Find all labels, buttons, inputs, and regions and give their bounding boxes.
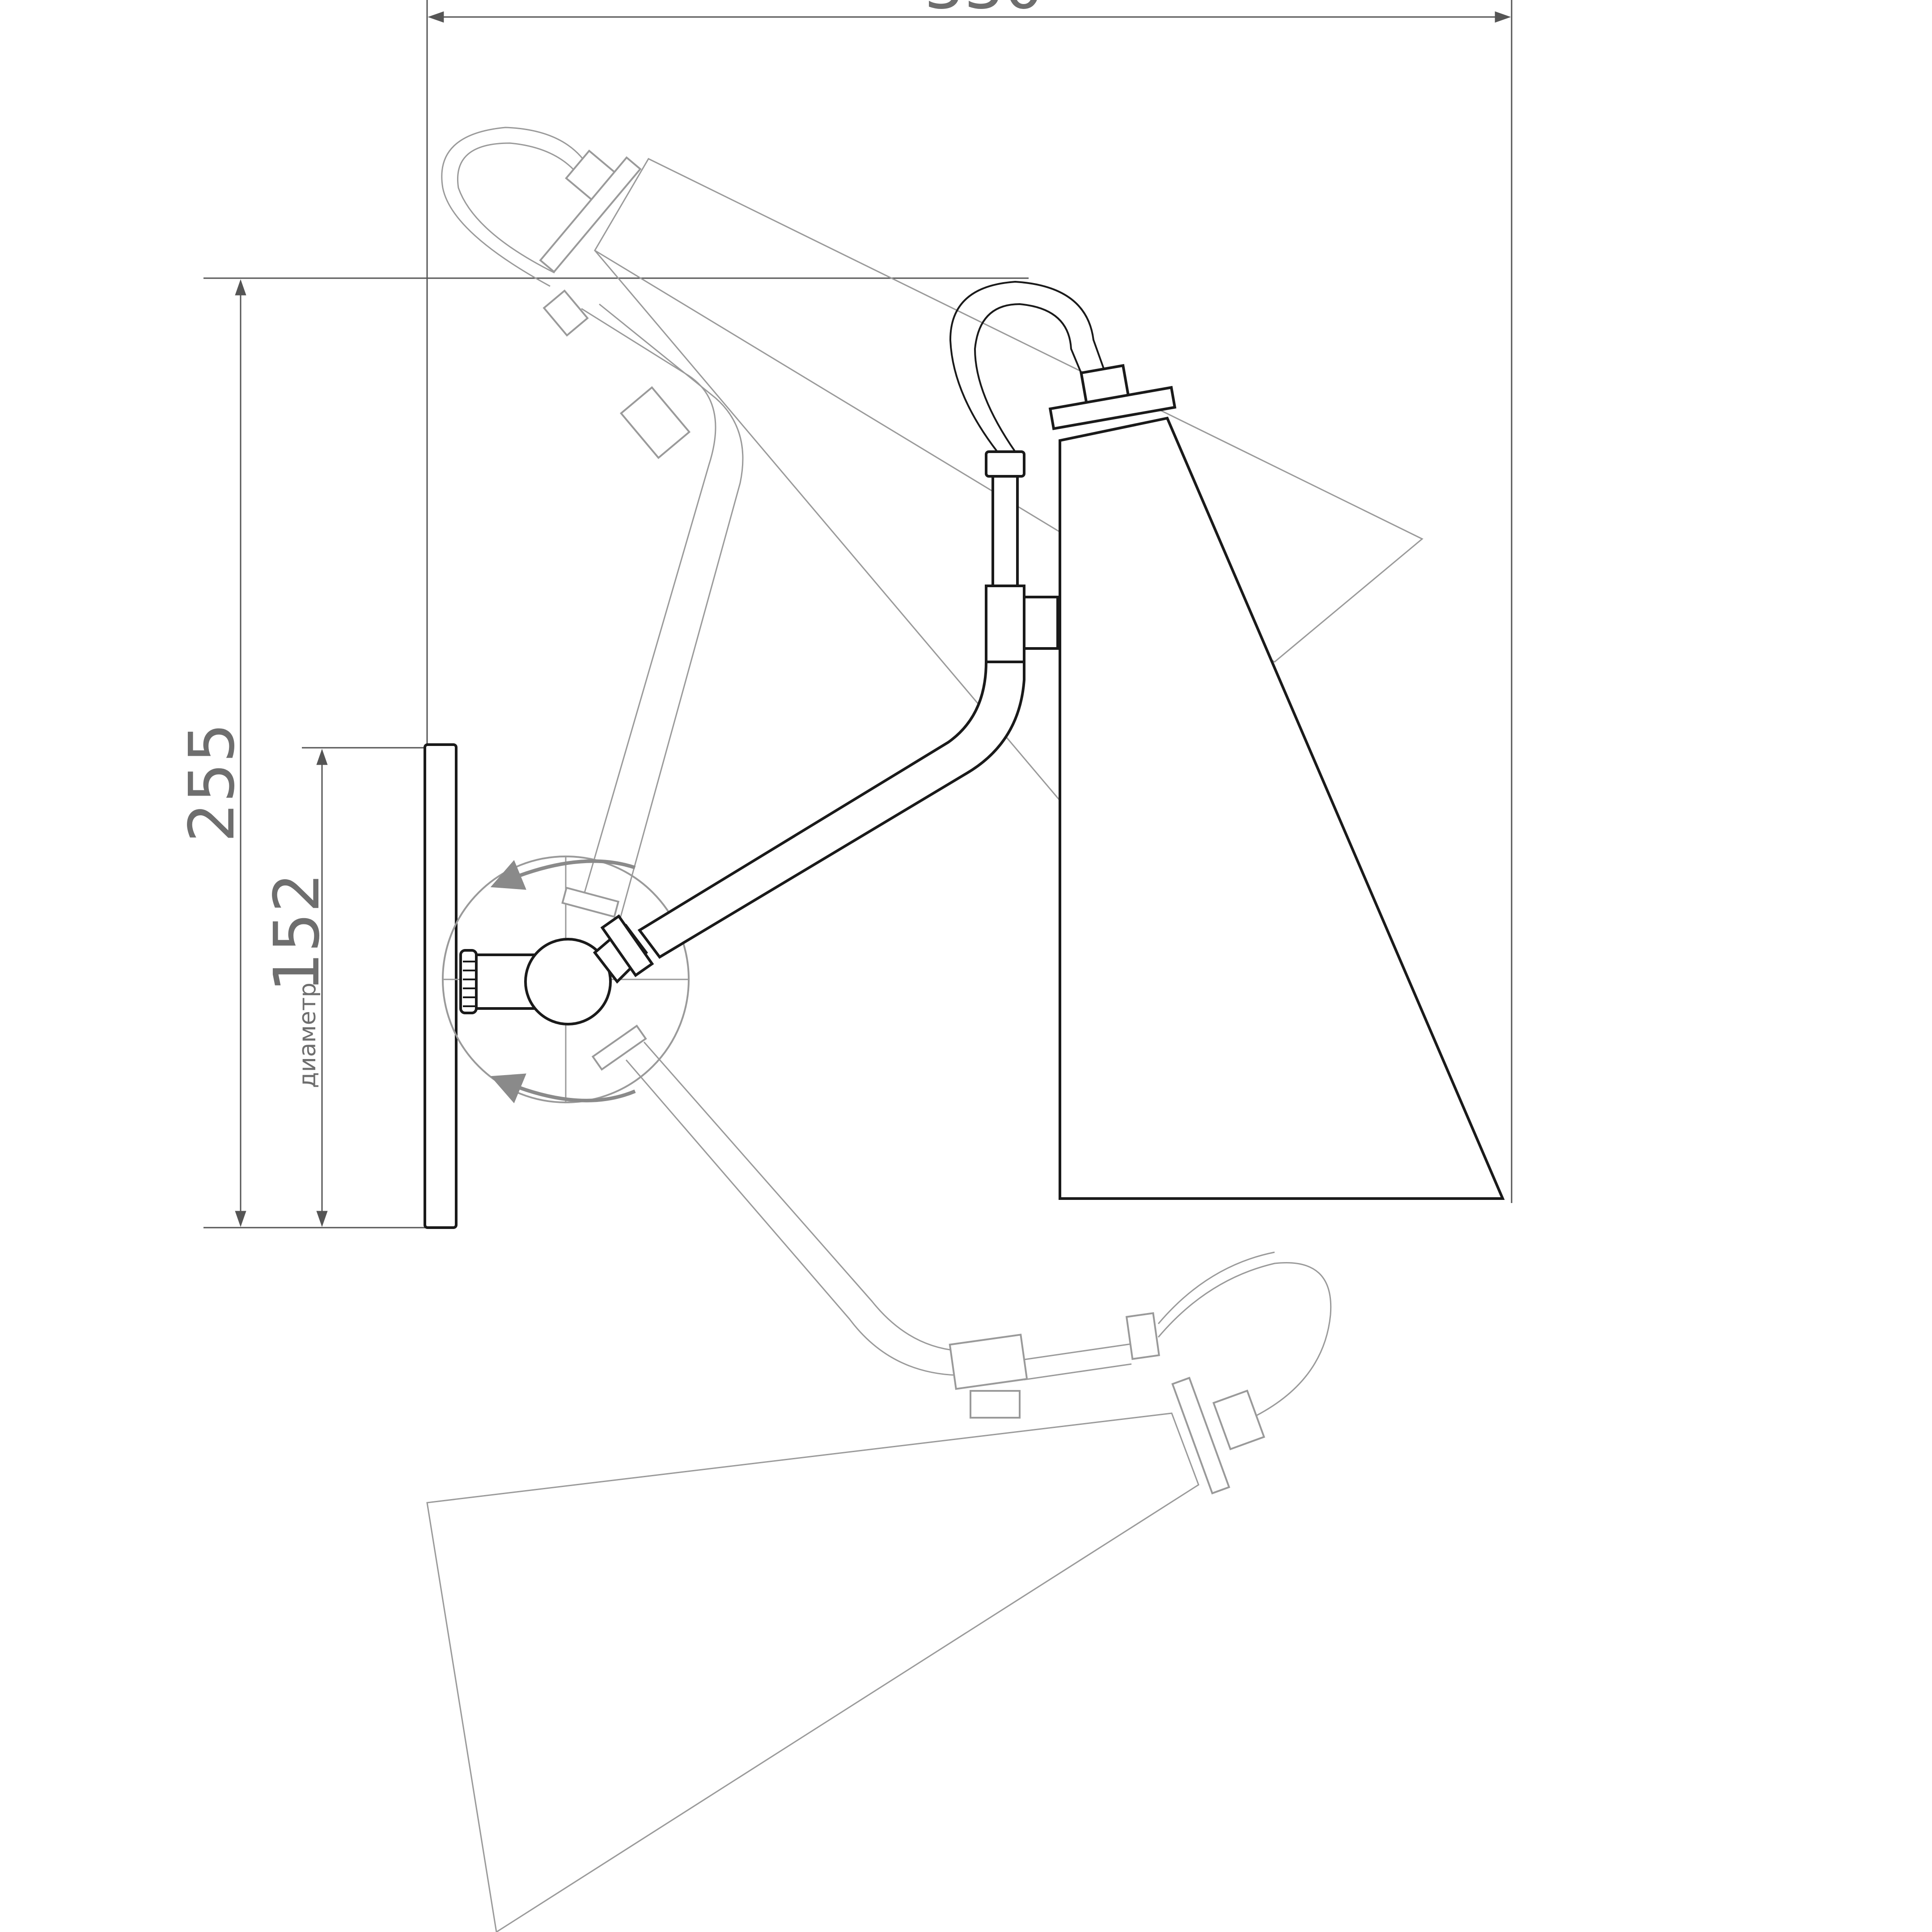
ghost-lower-tube-bottom: [1024, 1363, 1132, 1381]
shade-cone: [1059, 416, 1505, 1200]
diameter-dimension: 152 диаметр: [261, 747, 427, 1227]
ghost-upper-rim: [539, 156, 642, 273]
arm-hook-outer: [949, 280, 1106, 453]
ghost-upper-hook: [441, 127, 591, 287]
ghost-lower-hook: [1157, 1262, 1332, 1419]
rotate-up-arrow: [490, 859, 636, 890]
ghost-lower-arm: [625, 1059, 958, 1376]
ghost-upper-hook-inner: [457, 142, 582, 274]
ghost-lower-stud: [970, 1390, 1021, 1419]
wall-stem-nut: [459, 949, 478, 1014]
ghost-lower-collar: [1125, 1312, 1160, 1360]
height-dimension: 255: [176, 277, 1029, 1229]
width-value: 330: [924, 0, 1043, 23]
ghost-lower-socket: [1212, 1390, 1265, 1450]
width-dimension: 330: [426, 0, 1513, 1203]
arm-base-collar: [600, 914, 654, 978]
ghost-upper-arm-inner: [599, 303, 744, 922]
ghost-upper-joint: [619, 386, 691, 459]
rotate-down-arrow: [490, 1073, 636, 1103]
shade-rim: [1048, 386, 1177, 430]
diameter-label: диаметр: [294, 983, 321, 1088]
wall-plate: [424, 743, 458, 1229]
wall-plate-disk: [424, 743, 458, 1229]
arm-tube: [637, 661, 1025, 959]
arm-shade-joint: [985, 585, 1025, 663]
ghost-upper-shade: [593, 158, 1424, 663]
arm-hook-inner: [974, 303, 1083, 453]
ghost-lower-hook-inner: [1157, 1251, 1275, 1324]
main-arm: [593, 280, 1106, 984]
arm-shade-stud: [1023, 596, 1059, 650]
pivot-ball: [524, 938, 612, 1025]
ghost-upper-arm: [580, 308, 716, 904]
pivot-upper-collar: [561, 886, 620, 918]
pivot-assembly: [442, 856, 690, 1103]
arm-top-collar: [985, 450, 1025, 478]
ghost-lower-shade: [426, 1412, 1199, 1932]
diameter-value: 152: [261, 873, 334, 992]
height-value: 255: [176, 723, 249, 842]
ghost-lower-rim: [1171, 1377, 1230, 1495]
ghost-lamp-upper: [441, 127, 1424, 922]
main-shade: [1048, 364, 1505, 1200]
arm-vertical-tube: [991, 473, 1019, 587]
ghost-lower-joint: [949, 1334, 1028, 1390]
ghost-lower-tube-top: [1024, 1343, 1132, 1360]
ghost-lower-arm-inner: [643, 1042, 958, 1352]
pivot-lower-collar: [591, 1025, 647, 1071]
ghost-lamp-lower: [426, 1042, 1332, 1932]
ghost-upper-collar: [542, 289, 589, 337]
